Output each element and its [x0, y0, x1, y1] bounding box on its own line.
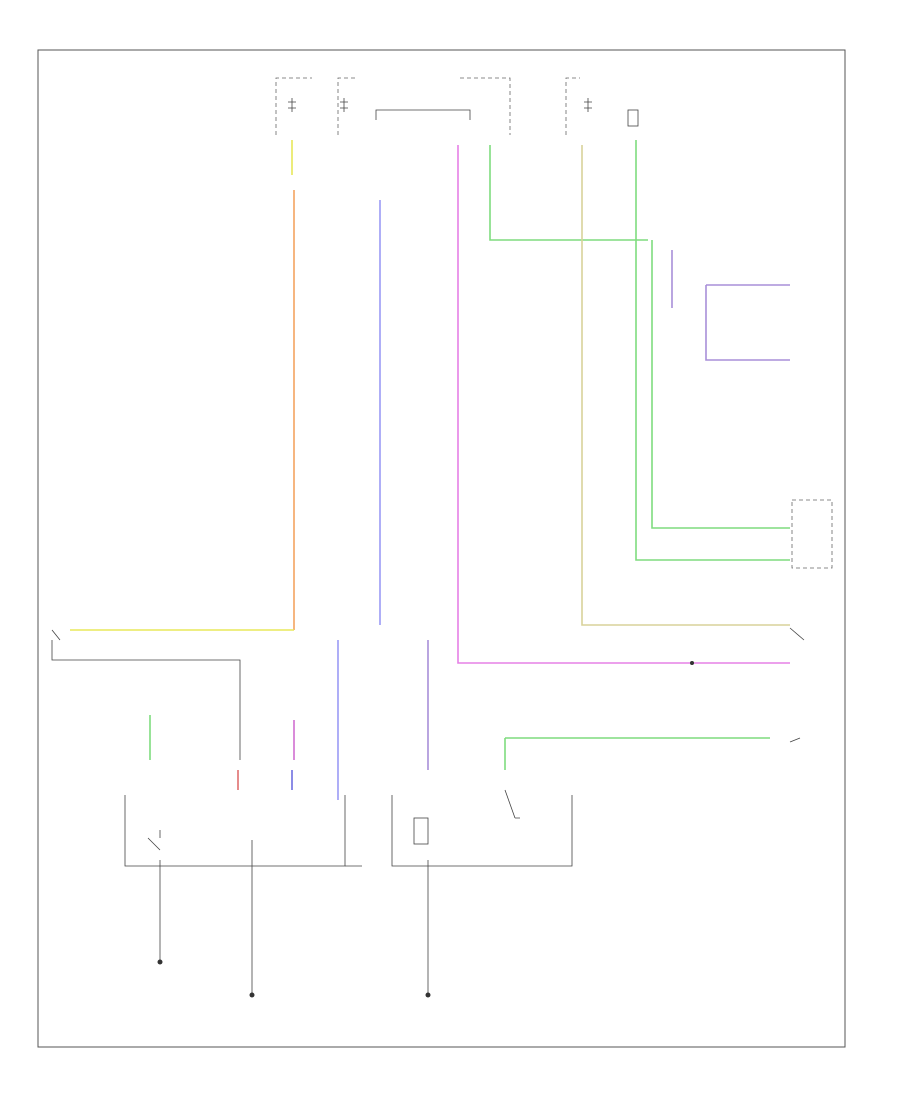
module-box-lower-right — [391, 795, 573, 867]
wire-green-top — [489, 145, 648, 241]
fuse-symbol — [584, 98, 592, 112]
wire-black-left-connector — [68, 659, 241, 760]
ground-symbol — [249, 992, 255, 998]
fuse-panel-right — [565, 77, 580, 135]
coil-component — [413, 817, 429, 845]
relay-box-dashed — [460, 77, 511, 135]
ground-symbol — [157, 959, 163, 965]
switch-symbol — [504, 789, 520, 819]
range-sensor-component — [791, 499, 833, 569]
wire-blue — [337, 200, 381, 800]
wire-green-lower — [504, 737, 770, 770]
fuse-panel-left — [275, 77, 312, 135]
wire-green-right — [635, 140, 790, 561]
splice-dot — [690, 661, 694, 665]
module-box-lower-left — [124, 795, 346, 867]
switch-symbol — [789, 737, 801, 743]
wire-olive — [581, 145, 790, 626]
fuse-panel-mid — [337, 77, 358, 135]
wire-magenta — [457, 145, 790, 664]
fuse-symbol — [288, 98, 296, 112]
switch-symbol — [147, 830, 161, 851]
ground-symbol — [425, 992, 431, 998]
diagram-border — [37, 49, 846, 1048]
wire-violet — [427, 250, 790, 770]
relay-box — [375, 109, 471, 120]
switch-symbol — [789, 627, 805, 641]
switch-symbol — [51, 629, 68, 661]
module-connector-box — [627, 109, 639, 127]
fuse-symbol — [340, 98, 348, 112]
